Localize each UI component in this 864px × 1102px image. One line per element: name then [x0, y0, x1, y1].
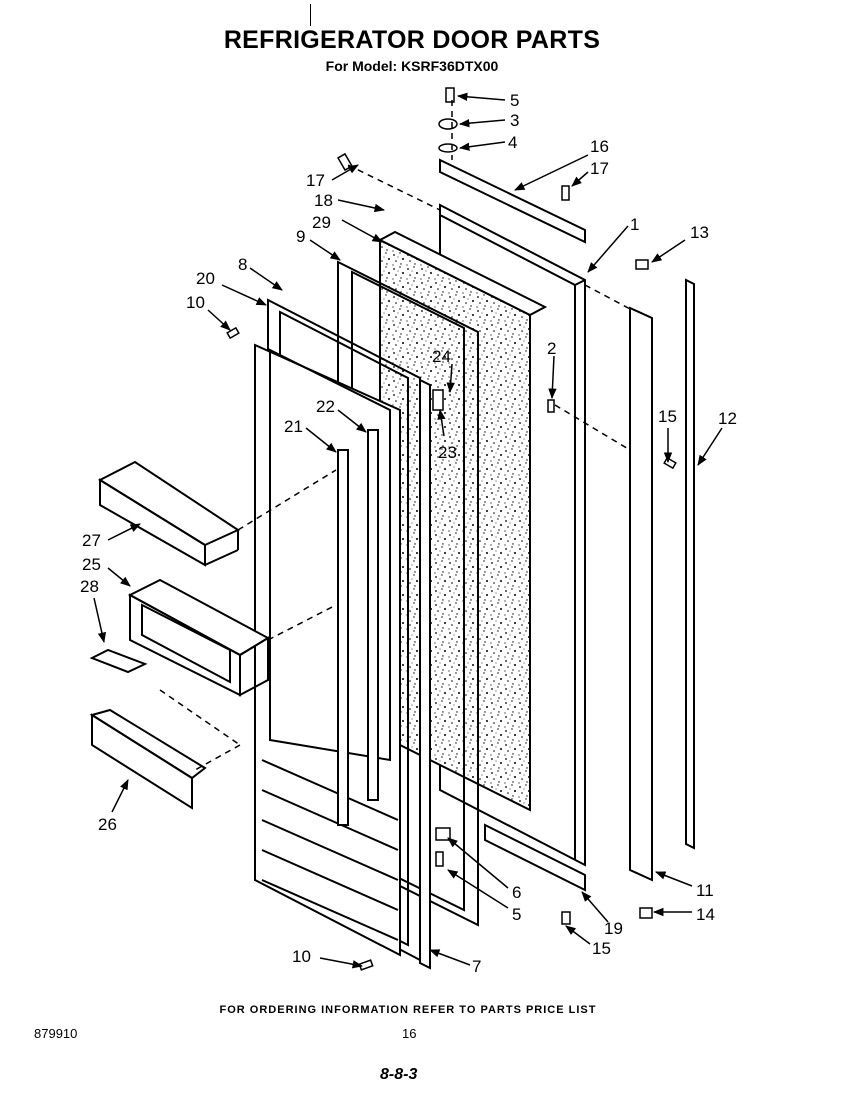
bracket-23 — [432, 389, 444, 411]
screw-17-right — [561, 185, 570, 201]
callout-label: 15 — [592, 939, 611, 958]
dispenser-trim — [89, 708, 207, 810]
trim-strip-22 — [367, 429, 379, 801]
callout-label: 16 — [590, 137, 609, 156]
callout-label: 17 — [306, 171, 325, 190]
callout-label: 26 — [98, 815, 117, 834]
model-subtitle: For Model: KSRF36DTX00 — [325, 58, 499, 74]
document-number: 879910 — [34, 1026, 78, 1041]
callout-label: 15 — [658, 407, 677, 426]
cap-13 — [635, 259, 649, 270]
door-shelf-bin — [97, 460, 241, 567]
callout-label: 28 — [80, 577, 99, 596]
callout-label: 21 — [284, 417, 303, 436]
callout-label: 17 — [590, 159, 609, 178]
callout-label: 4 — [508, 133, 517, 152]
screw-15-right — [663, 456, 677, 470]
screw-10-top — [226, 326, 240, 340]
stop-2 — [547, 399, 555, 413]
screw-5-bottom — [435, 851, 444, 867]
callout-label: 29 — [312, 213, 331, 232]
crop-mark — [310, 4, 311, 26]
callout-label: 12 — [718, 409, 737, 428]
ordering-note: FOR ORDERING INFORMATION REFER TO PARTS … — [219, 1004, 597, 1016]
callout-label: 1 — [630, 215, 639, 234]
hinge-3 — [438, 118, 458, 130]
callout-label: 19 — [604, 919, 623, 938]
page-number: 16 — [402, 1026, 417, 1041]
callout-label: 3 — [510, 111, 519, 130]
trim-strip-21 — [337, 449, 349, 826]
callout-label: 20 — [196, 269, 215, 288]
hinge-bushing-4 — [438, 143, 458, 153]
inner-door-liner — [254, 343, 401, 957]
hinge-6 — [435, 827, 451, 841]
callout-label: 10 — [292, 947, 311, 966]
gasket-strip — [685, 278, 695, 850]
callout-label: 23 — [438, 443, 457, 462]
screw-17-left — [337, 152, 353, 172]
screw-10-bottom — [358, 959, 374, 971]
callout-label: 2 — [547, 339, 556, 358]
page-title: REFRIGERATOR DOOR PARTS — [223, 26, 601, 54]
callout-label: 9 — [296, 227, 305, 246]
side-trim-panel — [629, 306, 653, 882]
dispenser-housing — [127, 578, 271, 697]
callout-label: 18 — [314, 191, 333, 210]
trim-strip-7 — [419, 378, 431, 970]
callout-label: 22 — [316, 397, 335, 416]
cap-14 — [639, 907, 653, 919]
screw-5-top — [445, 87, 455, 103]
callout-label: 10 — [186, 293, 205, 312]
callout-label: 27 — [82, 531, 101, 550]
callout-label: 8 — [238, 255, 247, 274]
callout-label: 6 — [512, 883, 521, 902]
handwritten-code: 8-8-3 — [380, 1066, 418, 1083]
callout-label: 5 — [512, 905, 521, 924]
bottom-bracket — [484, 823, 586, 892]
callout-label: 5 — [510, 91, 519, 110]
foam-insulation — [377, 230, 548, 812]
callout-label: 13 — [690, 223, 709, 242]
callout-label: 25 — [82, 555, 101, 574]
callout-label: 24 — [432, 347, 451, 366]
drip-tray — [89, 648, 148, 674]
callout-label: 11 — [696, 881, 714, 900]
top-hinge-bracket — [439, 158, 586, 244]
screw-15-bottom — [561, 911, 571, 925]
callout-label: 14 — [696, 905, 715, 924]
callout-label: 7 — [472, 957, 481, 976]
